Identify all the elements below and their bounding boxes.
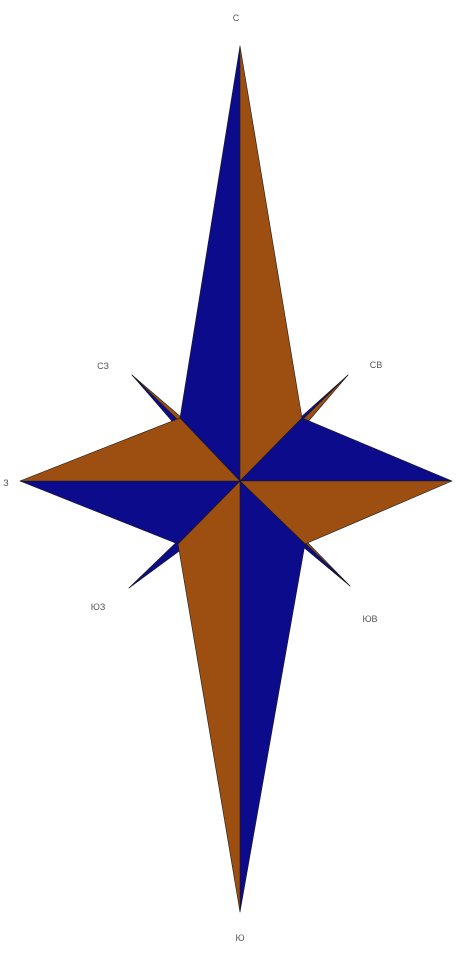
north-point-west-half bbox=[180, 46, 240, 481]
label-southwest: ЮЗ bbox=[91, 602, 106, 612]
label-north: С bbox=[233, 13, 240, 23]
label-northeast: СВ bbox=[370, 360, 383, 370]
south-point-east-half bbox=[240, 481, 305, 912]
label-southeast: ЮВ bbox=[362, 614, 377, 624]
cardinal-points bbox=[20, 46, 452, 912]
north-point-east-half bbox=[240, 46, 302, 481]
label-south: Ю bbox=[235, 933, 244, 943]
label-northwest: СЗ bbox=[97, 361, 109, 371]
label-west: З bbox=[3, 478, 8, 488]
south-point-west-half bbox=[178, 481, 240, 912]
